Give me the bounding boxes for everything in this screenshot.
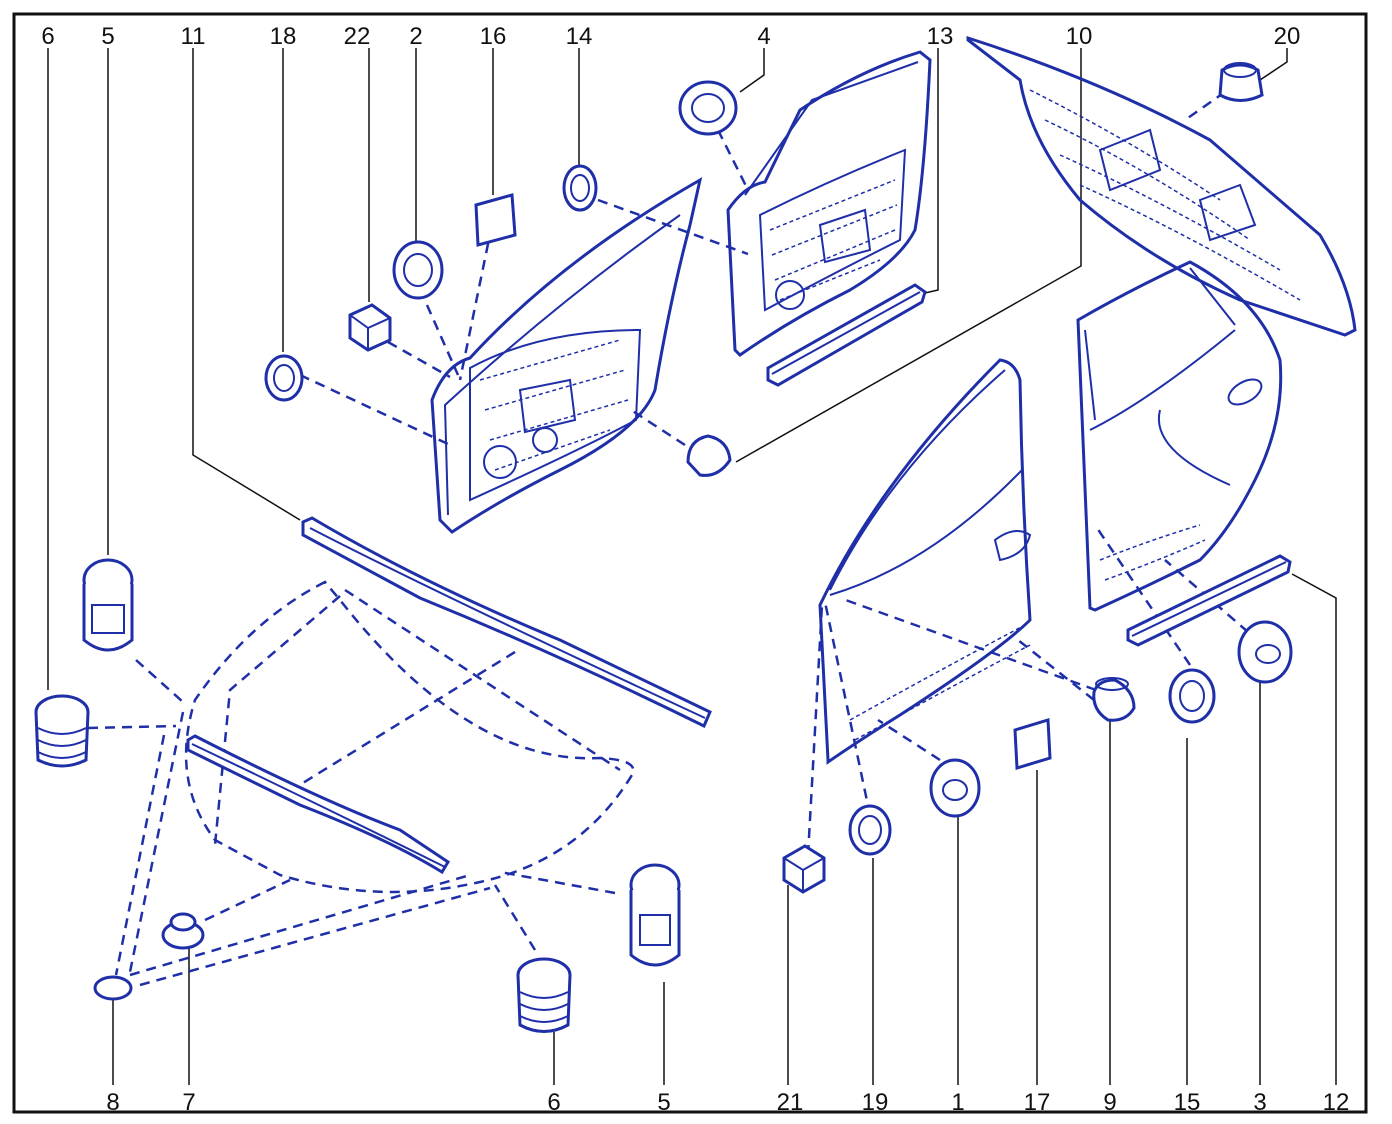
label-11: 11 xyxy=(181,23,206,50)
label-5: 5 xyxy=(657,1089,670,1116)
body-side-panel xyxy=(966,35,1357,337)
hood-seal-lower xyxy=(186,734,451,875)
disc-part-15 xyxy=(1168,668,1216,724)
cap-part-7 xyxy=(161,912,205,950)
disc-part-19 xyxy=(848,804,892,856)
label-8: 8 xyxy=(106,1089,119,1116)
grommet-part-4 xyxy=(678,80,738,136)
grommet-part-6-left xyxy=(34,694,90,768)
label-10: 10 xyxy=(1066,23,1093,50)
label-6: 6 xyxy=(547,1089,560,1116)
disc-part-18 xyxy=(264,354,304,402)
clip-part-20 xyxy=(1218,62,1264,102)
label-7: 7 xyxy=(182,1089,195,1116)
rear-door-seal xyxy=(766,283,927,387)
label-14: 14 xyxy=(566,23,593,50)
label-12: 12 xyxy=(1323,1089,1350,1116)
disc-part-8 xyxy=(93,975,133,1001)
clip-part-5-bottom xyxy=(629,863,681,967)
grommet-part-1 xyxy=(929,758,981,818)
label-15: 15 xyxy=(1174,1089,1201,1116)
diagram-border xyxy=(12,12,1368,1114)
label-18: 18 xyxy=(270,23,297,50)
label-2: 2 xyxy=(409,23,422,50)
hood-outline xyxy=(184,580,635,894)
label-13: 13 xyxy=(927,23,954,50)
label-21: 21 xyxy=(777,1089,804,1116)
assembly-lines xyxy=(87,90,1249,987)
bottom-labels: 8 7 6 5 21 19 1 17 9 15 3 12 xyxy=(106,1089,1349,1116)
hood-seal-strip xyxy=(301,516,712,729)
cap-part-9 xyxy=(1092,677,1136,722)
front-door-inner xyxy=(430,177,703,534)
top-labels: 6 5 11 18 22 2 16 14 4 13 10 20 xyxy=(41,23,1300,50)
label-19: 19 xyxy=(862,1089,889,1116)
label-6: 6 xyxy=(41,23,54,50)
label-1: 1 xyxy=(951,1089,964,1116)
label-5: 5 xyxy=(101,23,114,50)
rear-door-inner xyxy=(726,50,932,357)
label-22: 22 xyxy=(344,23,371,50)
grommet-part-6-bottom xyxy=(516,957,572,1033)
label-3: 3 xyxy=(1253,1089,1266,1116)
disc-part-14 xyxy=(562,164,598,212)
label-17: 17 xyxy=(1024,1089,1051,1116)
rear-door-outer xyxy=(1076,260,1283,612)
label-16: 16 xyxy=(480,23,507,50)
label-9: 9 xyxy=(1103,1089,1116,1116)
grommet-part-2 xyxy=(392,240,444,300)
grommet-part-3 xyxy=(1237,620,1293,684)
rear-door-outer-seal xyxy=(1126,554,1292,647)
front-door-outer xyxy=(818,358,1032,765)
pad-part-16 xyxy=(474,193,517,247)
cap-part-10 xyxy=(686,434,732,477)
pad-part-17 xyxy=(1013,718,1052,770)
label-20: 20 xyxy=(1274,23,1301,50)
leader-lines xyxy=(47,48,1337,1085)
clip-part-5-top xyxy=(82,558,134,652)
block-part-21 xyxy=(782,844,826,894)
label-4: 4 xyxy=(757,23,770,50)
block-part-22 xyxy=(348,303,392,352)
